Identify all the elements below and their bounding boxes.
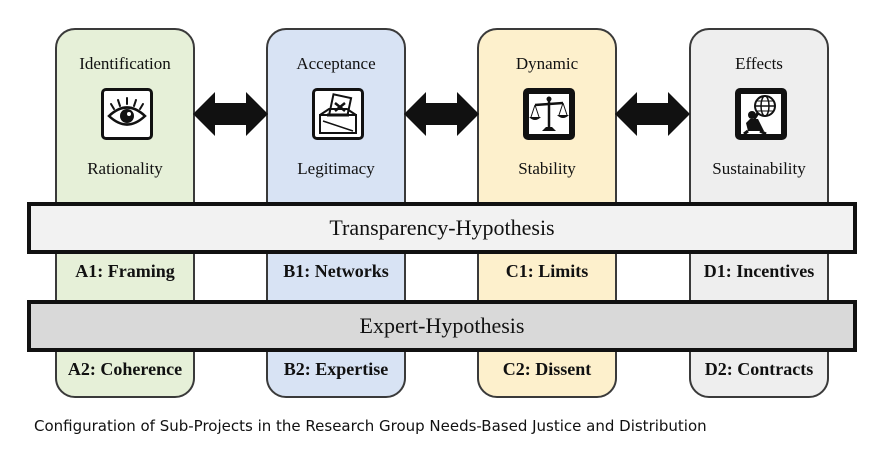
transparency-hypothesis-band: Transparency-Hypothesis — [27, 202, 857, 254]
label-legitimacy: Legitimacy — [297, 159, 375, 178]
double-arrow-icon — [404, 92, 479, 136]
label-dynamic: Dynamic — [515, 54, 579, 73]
subproject-d1: D1: Incentives — [703, 261, 815, 281]
label-rationality: Rationality — [87, 159, 163, 178]
expert-hypothesis-band: Expert-Hypothesis — [27, 300, 857, 352]
double-arrow-icon — [615, 92, 690, 136]
subproject-b1: B1: Networks — [283, 261, 389, 281]
subproject-d2: D2: Contracts — [704, 359, 814, 379]
subproject-a2: A2: Coherence — [67, 359, 183, 379]
label-acceptance: Acceptance — [296, 54, 376, 73]
label-sustainability: Sustainability — [712, 159, 806, 178]
transparency-hypothesis-label: Transparency-Hypothesis — [329, 215, 555, 240]
subproject-b2: B2: Expertise — [283, 359, 389, 379]
double-arrow-icon — [193, 92, 268, 136]
label-effects: Effects — [735, 54, 783, 73]
atlas-globe-icon — [735, 88, 787, 140]
ballot-box-icon — [312, 88, 364, 140]
eye-icon — [101, 88, 153, 140]
label-stability: Stability — [518, 159, 576, 178]
subproject-c1: C1: Limits — [505, 261, 589, 281]
subproject-a1: A1: Framing — [75, 261, 175, 281]
expert-hypothesis-label: Expert-Hypothesis — [359, 313, 525, 338]
scales-icon — [523, 88, 575, 140]
figure-caption: Configuration of Sub-Projects in the Res… — [34, 417, 707, 435]
subproject-c2: C2: Dissent — [502, 359, 592, 379]
label-identification: Identification — [79, 54, 171, 73]
